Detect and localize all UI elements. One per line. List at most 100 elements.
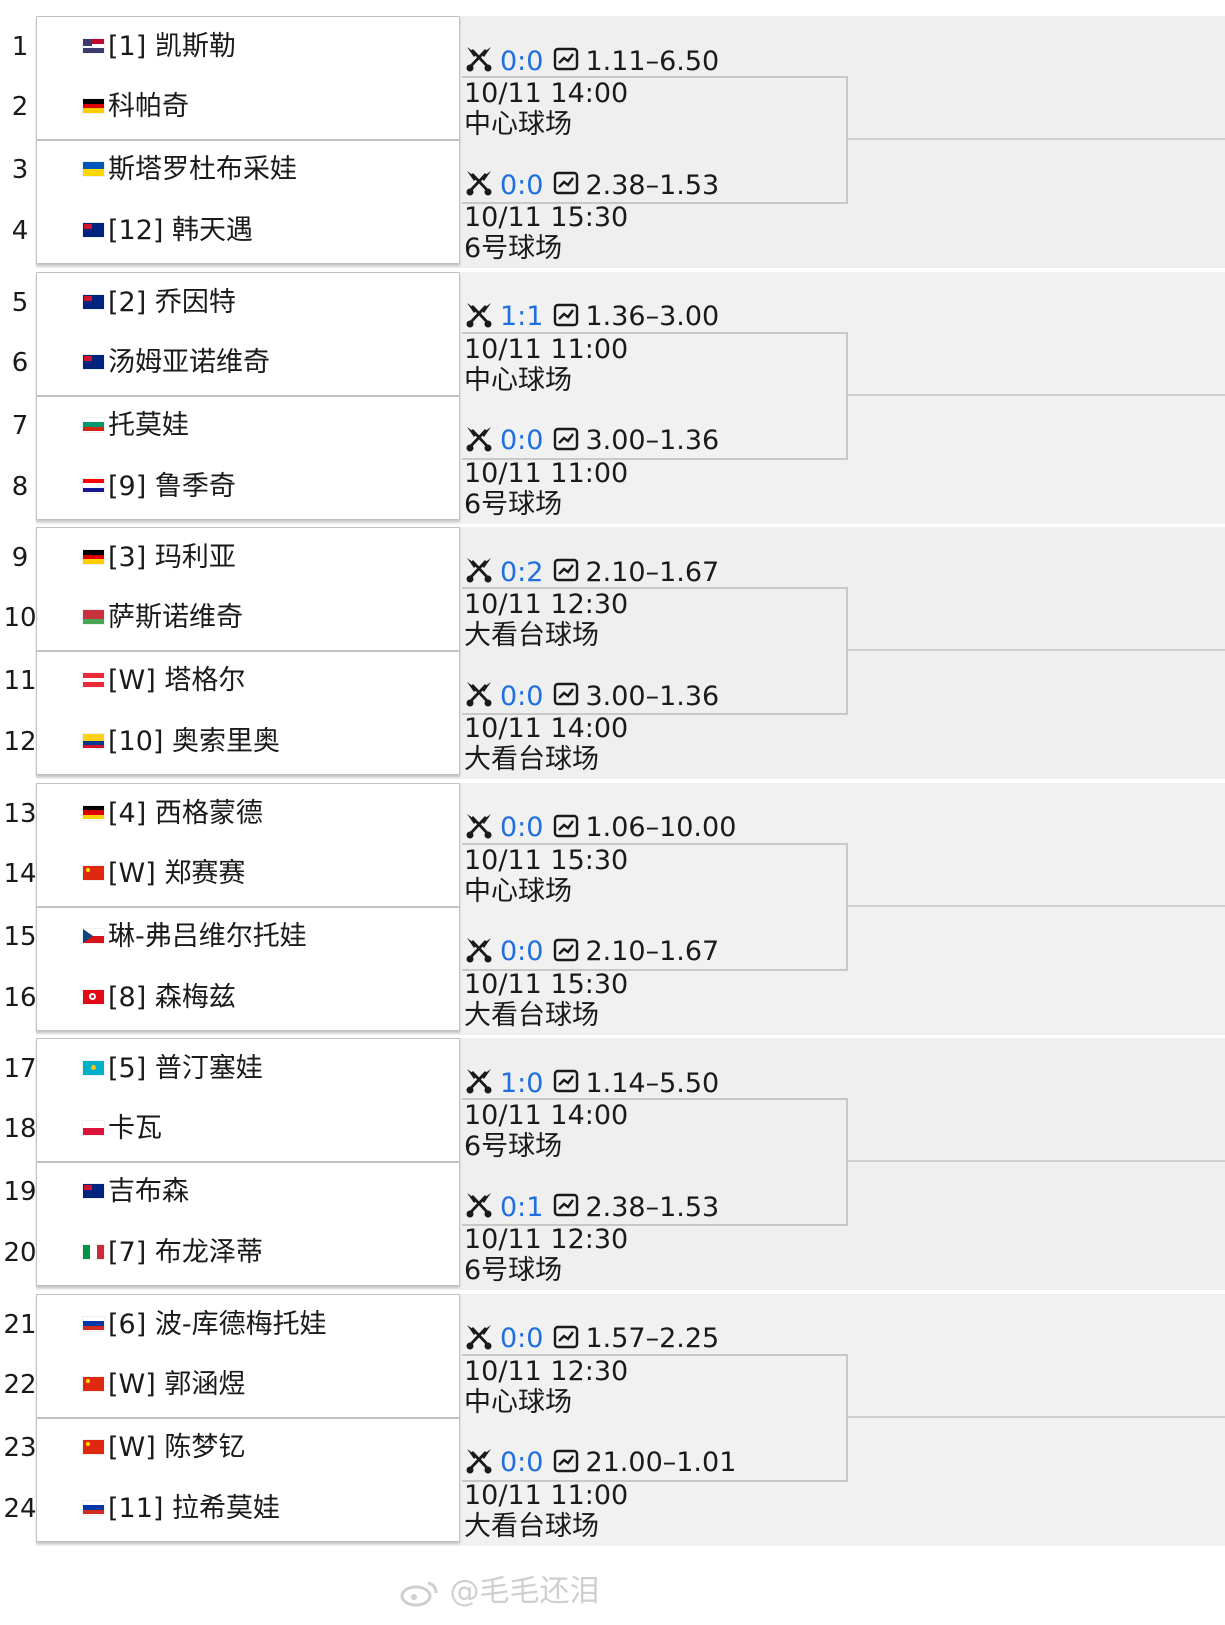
match-info-line[interactable]: 0:0 2.38–1.53 (464, 168, 719, 202)
match-odds: 2.10–1.67 (585, 556, 720, 588)
player-name: [9] 鲁季奇 (108, 470, 236, 502)
crossed-rackets-icon (464, 1322, 494, 1356)
match-box (36, 782, 460, 907)
line-chart-icon[interactable] (553, 1069, 579, 1097)
match-info-line[interactable]: 0:0 3.00–1.36 (464, 679, 719, 713)
player-name: [12] 韩天遇 (108, 215, 254, 246)
line-chart-icon[interactable] (553, 303, 579, 331)
player-row[interactable]: 22[W] 郭涵煜 (3, 1365, 456, 1405)
match-odds: 2.38–1.53 (585, 1191, 720, 1223)
match-score: 0:0 (500, 680, 544, 712)
crossed-rackets-icon (464, 1066, 494, 1100)
player-number: 16 (3, 982, 37, 1013)
line-chart-icon[interactable] (553, 171, 579, 199)
player-row[interactable]: 5[2] 乔因特 (12, 283, 456, 323)
crossed-rackets-icon (464, 935, 494, 969)
player-row[interactable]: 24[11] 拉希莫娃 (3, 1489, 456, 1529)
line-chart-icon[interactable] (553, 1193, 579, 1221)
match-score: 0:0 (500, 45, 544, 77)
watermark-text: @毛毛还泪 (449, 1574, 600, 1609)
player-row[interactable]: 17[5] 普汀塞娃 (3, 1049, 456, 1089)
player-name: 萨斯诺维奇 (108, 602, 243, 633)
match-score: 0:0 (500, 169, 544, 201)
line-chart-icon[interactable] (553, 47, 579, 75)
player-number: 2 (11, 92, 29, 122)
match-box (36, 906, 460, 1031)
player-row[interactable]: 23 [W] 陈梦钇 (3, 1428, 456, 1468)
match-odds: 3.00–1.36 (585, 680, 720, 712)
bracket-connector (462, 1353, 848, 1482)
line-chart-icon[interactable] (553, 938, 579, 966)
player-row[interactable]: 12[10] 奥索里奥 (3, 722, 456, 762)
player-number: 23 (3, 1432, 37, 1463)
match-time: 10/11 12:30 (464, 1355, 629, 1387)
weibo-watermark: @毛毛还泪 (400, 1566, 600, 1610)
flag-icon-ua (83, 162, 104, 176)
match-box (36, 395, 460, 520)
flag-icon-by (83, 610, 104, 624)
line-chart-icon[interactable] (553, 1325, 579, 1353)
match-time: 10/11 15:30 (464, 202, 629, 233)
crossed-rackets-icon (464, 811, 494, 845)
player-row[interactable]: 2 科帕奇 (12, 87, 456, 127)
player-row[interactable]: 14[W] 郑赛赛 (3, 854, 456, 894)
match-odds: 1.36–3.00 (585, 301, 720, 332)
player-row[interactable]: 8[9] 鲁季奇 (12, 467, 456, 507)
player-row[interactable]: 1[1] 凯斯勒 (12, 27, 456, 67)
match-box (36, 271, 460, 396)
line-chart-icon[interactable] (553, 682, 579, 710)
player-name: [W] 陈梦钇 (108, 1431, 246, 1463)
match-score: 0:0 (500, 812, 544, 843)
crossed-rackets-icon (464, 679, 494, 713)
player-row[interactable]: 13[4] 西格蒙德 (3, 794, 456, 834)
player-name: 科帕奇 (108, 91, 189, 122)
crossed-rackets-icon (464, 1446, 494, 1480)
player-row[interactable]: 21[6] 波-库德梅托娃 (3, 1305, 456, 1345)
line-chart-icon[interactable] (553, 558, 579, 586)
flag-icon-it (83, 1245, 104, 1259)
match-time: 10/11 12:30 (464, 1224, 629, 1255)
match-odds: 2.38–1.53 (585, 169, 720, 201)
player-number: 17 (3, 1054, 37, 1084)
player-row[interactable]: 20[7] 布龙泽蒂 (3, 1233, 456, 1273)
player-row[interactable]: 4[12] 韩天遇 (12, 211, 456, 251)
player-row[interactable]: 11[W] 塔格尔 (3, 661, 456, 701)
player-name: [8] 森梅兹 (108, 981, 236, 1013)
bracket-line (848, 138, 1225, 140)
crossed-rackets-icon (464, 424, 494, 458)
player-number: 1 (11, 32, 29, 62)
match-court: 中心球场 (464, 875, 572, 907)
match-score: 0:0 (500, 425, 544, 456)
match-time: 10/11 14:00 (464, 1100, 629, 1131)
player-number: 14 (3, 858, 37, 889)
bracket-connector (462, 76, 848, 204)
line-chart-icon[interactable] (553, 427, 579, 455)
match-score: 1:0 (500, 1067, 544, 1099)
line-chart-icon[interactable] (553, 814, 579, 842)
player-number: 12 (3, 727, 37, 757)
player-row[interactable]: 9[3] 玛利亚 (12, 538, 456, 578)
crossed-rackets-icon (464, 555, 494, 589)
flag-icon-de (83, 550, 104, 564)
player-row[interactable]: 16 [8] 森梅兹 (3, 978, 456, 1018)
line-chart-icon[interactable] (553, 1449, 579, 1477)
bracket-line (848, 649, 1225, 651)
